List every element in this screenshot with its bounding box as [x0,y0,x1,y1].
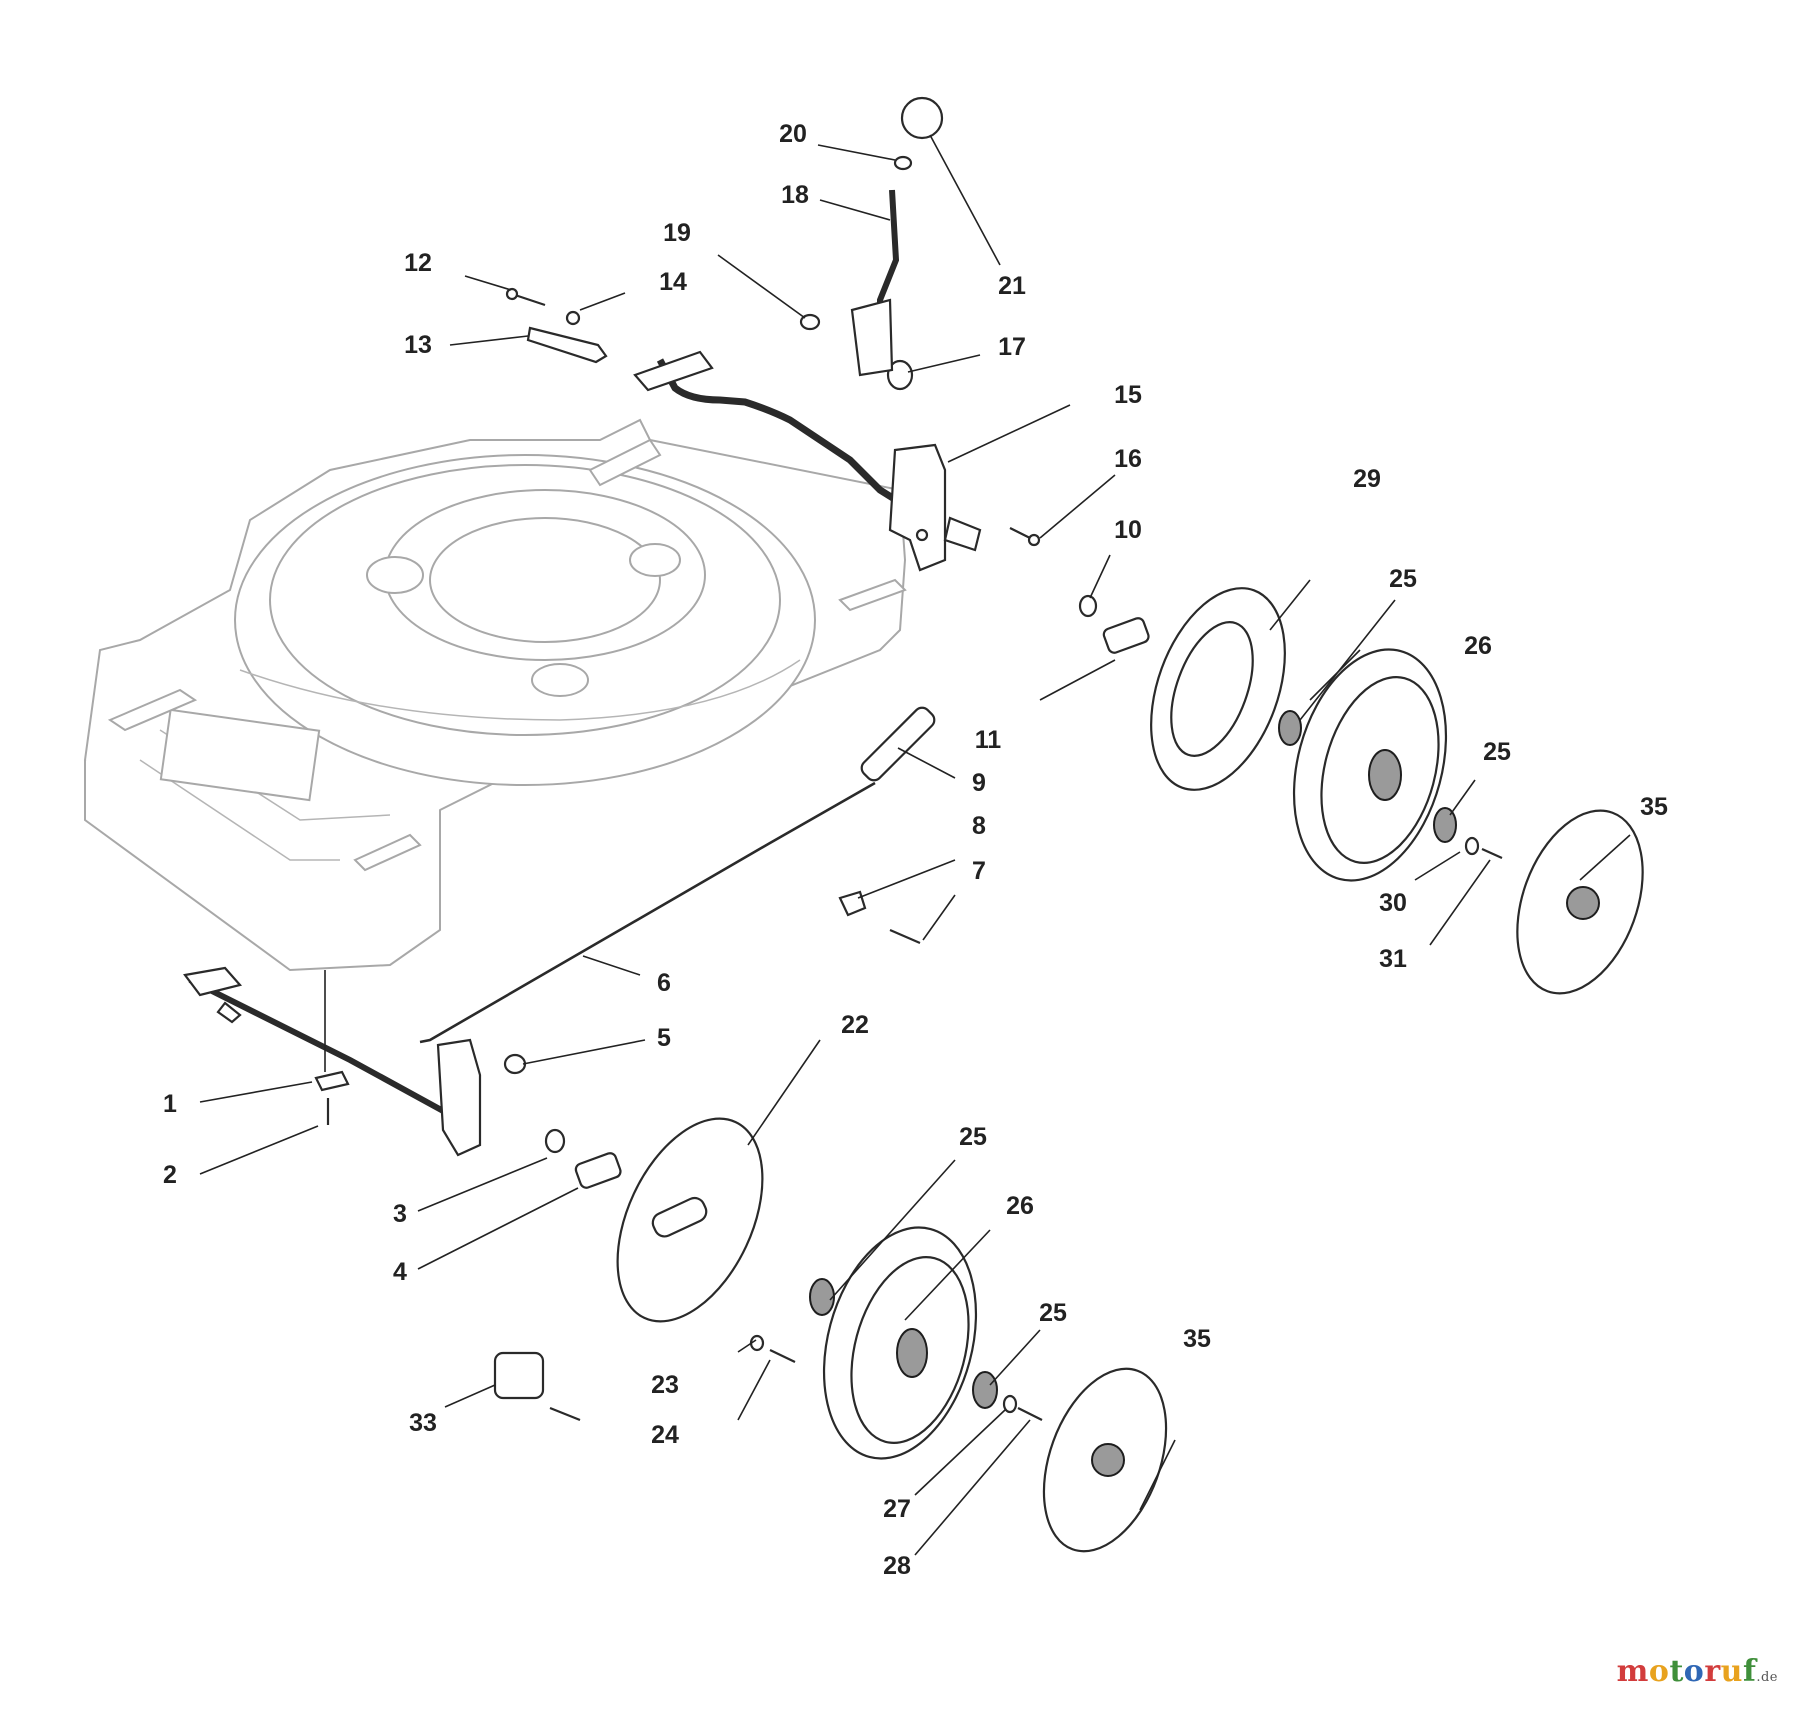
mower-deck [83,418,907,972]
callout-25a: 25 [1389,565,1417,593]
callout-22: 22 [841,1011,869,1039]
callout-35a: 35 [1640,793,1668,821]
callout-7: 7 [972,857,986,885]
callout-26a: 26 [1464,632,1492,660]
watermark-letter: o [1683,1654,1705,1689]
callout-10: 10 [1114,516,1142,544]
callout-25c: 25 [959,1123,987,1151]
callout-24: 24 [651,1421,679,1449]
callout-9: 9 [972,769,986,797]
callout-18: 18 [781,181,809,209]
watermark-logo: motoruf.de [1617,1654,1778,1689]
watermark-suffix: .de [1756,1670,1778,1685]
callout-3: 3 [393,1200,407,1228]
callout-20: 20 [779,120,807,148]
watermark-letter: t [1669,1654,1684,1689]
callout-16: 16 [1114,445,1142,473]
rear-axle-assembly [505,96,1041,572]
callout-15: 15 [1114,381,1142,409]
watermark-letter: m [1616,1654,1649,1689]
watermark-letter: u [1720,1654,1743,1689]
callout-29: 29 [1353,465,1381,493]
callout-25d: 25 [1039,1299,1067,1327]
callout-2: 2 [163,1161,177,1189]
callout-26b: 26 [1006,1192,1034,1220]
watermark-letter: r [1704,1654,1721,1689]
callout-6: 6 [657,969,671,997]
rear-wheel-assembly [1078,587,1644,995]
callout-5: 5 [657,1024,671,1052]
callout-14: 14 [659,268,687,296]
callout-12: 12 [404,249,432,277]
callout-28: 28 [883,1552,911,1580]
callout-35b: 35 [1183,1325,1211,1353]
callout-1: 1 [163,1090,177,1118]
front-axle-assembly [183,706,936,1157]
leader-lines [199,134,1631,1556]
callout-27: 27 [883,1495,911,1523]
callout-4: 4 [393,1258,407,1286]
callout-30: 30 [1379,889,1407,917]
callout-31: 31 [1379,945,1407,973]
watermark-letter: f [1742,1654,1757,1689]
callout-17: 17 [998,333,1026,361]
callout-13: 13 [404,331,432,359]
callout-21: 21 [998,272,1026,300]
callout-8: 8 [972,812,986,840]
callout-25b: 25 [1483,738,1511,766]
callout-19: 19 [663,219,691,247]
callout-23: 23 [651,1371,679,1399]
callout-33: 33 [409,1409,437,1437]
callout-11: 11 [975,726,1002,754]
callout-labels: 1 2 3 4 5 6 7 8 9 10 11 12 13 14 15 16 1… [163,120,1668,1580]
front-wheel-assembly [493,1117,1168,1553]
watermark-letter: o [1648,1654,1670,1689]
